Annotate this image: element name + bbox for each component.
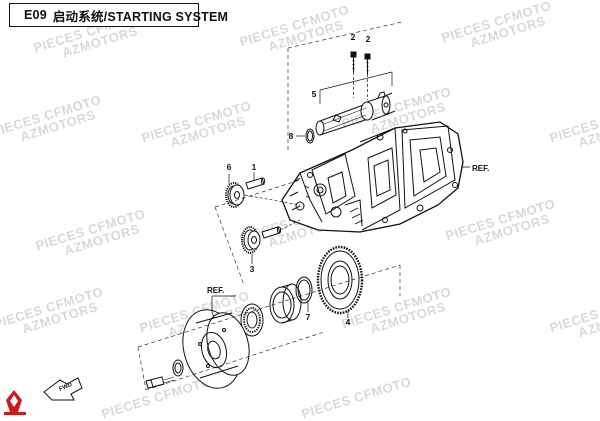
bearing-ref — [240, 303, 264, 337]
callout-1: 1 — [252, 162, 257, 172]
callout-4: 4 — [346, 317, 351, 327]
idle-gear-6 — [225, 182, 245, 208]
bolt-2b — [364, 53, 371, 74]
ref-label-flywheel: REF. — [207, 286, 224, 295]
callout-7: 7 — [306, 312, 311, 322]
diagram-title-box: E09 启动系统/STARTING SYSTEM — [9, 3, 228, 27]
gear-3 — [241, 226, 261, 254]
starter-motor — [315, 91, 396, 136]
o-ring — [305, 128, 315, 144]
fwd-arrow-icon: FWD — [43, 377, 83, 401]
diagram-code: E09 — [24, 8, 47, 22]
callout-2: 2 — [351, 32, 356, 42]
brand-logo-icon — [4, 390, 26, 415]
callout-2: 2 — [366, 34, 371, 44]
starter-driven-gear-4 — [316, 245, 364, 315]
callout-3: 3 — [250, 264, 255, 274]
callout-5: 5 — [312, 89, 317, 99]
callout-8: 8 — [289, 131, 294, 141]
callout-6: 6 — [227, 162, 232, 172]
fwd-label: FWD — [58, 382, 74, 393]
washer-7 — [295, 276, 313, 304]
shaft-1 — [245, 177, 266, 190]
one-way-clutch-ref — [269, 283, 302, 324]
flywheel-bolt-ref — [145, 376, 175, 389]
crankcase-ref — [281, 121, 464, 233]
ref-label-crankcase: REF. — [472, 164, 489, 173]
shaft-3 — [261, 226, 282, 239]
diagram-title: 启动系统/STARTING SYSTEM — [52, 9, 229, 24]
bolt-2a — [350, 51, 357, 72]
flywheel-ref — [182, 309, 250, 389]
